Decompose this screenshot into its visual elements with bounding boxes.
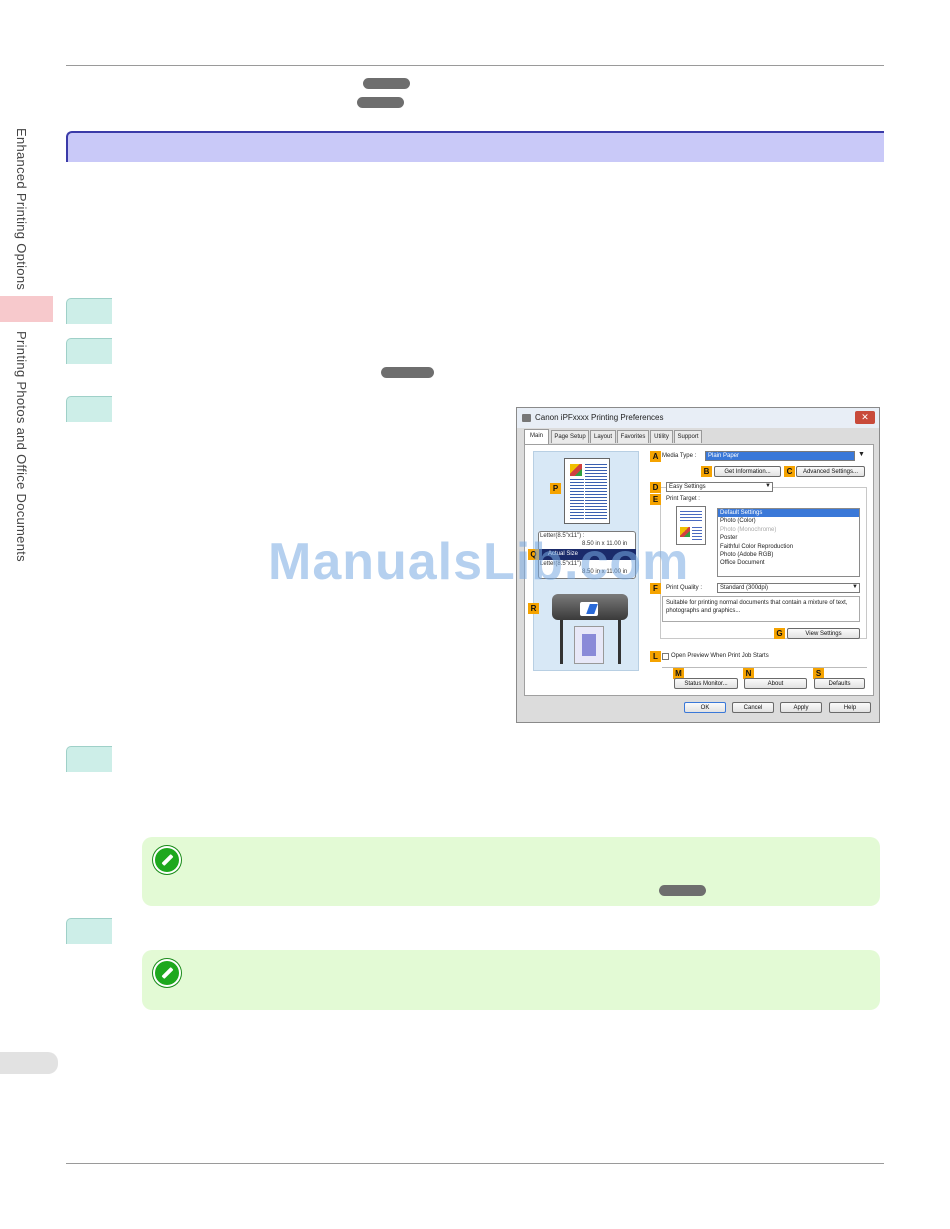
apply-button[interactable]: Apply: [780, 702, 822, 713]
label-c: C: [784, 466, 795, 477]
note-box-1: [142, 837, 880, 906]
page-image-icon: [570, 464, 582, 476]
print-target-list[interactable]: Default Settings Photo (Color) Photo (Mo…: [717, 508, 860, 577]
tab-favorites[interactable]: Favorites: [617, 430, 649, 443]
media-type-select[interactable]: Plain Paper: [705, 451, 855, 461]
label-b: B: [701, 466, 712, 477]
thumbnail-text-lines: [692, 527, 702, 541]
link-pill[interactable]: [357, 97, 404, 108]
printing-preferences-dialog: Canon iPFxxxx Printing Preferences ✕ Mai…: [516, 407, 880, 723]
label-r: R: [528, 603, 539, 614]
get-information-button[interactable]: Get Information...: [714, 466, 781, 477]
print-quality-description: Suitable for printing normal documents t…: [662, 596, 860, 622]
link-pill[interactable]: [363, 78, 410, 89]
print-target-option[interactable]: Photo (Color): [720, 518, 756, 525]
footer-rule: [66, 1163, 884, 1164]
tab-page-setup[interactable]: Page Setup: [551, 430, 589, 443]
sidebar-section-tab[interactable]: Printing Photos and Office Documents: [0, 325, 54, 565]
print-target-option[interactable]: Photo (Monochrome): [720, 526, 777, 533]
media-type-label: Media Type :: [662, 453, 697, 459]
actual-size-label: Actual Size: [548, 551, 579, 557]
tab-main[interactable]: Main: [524, 429, 549, 444]
chevron-down-icon[interactable]: ▼: [858, 451, 865, 458]
print-target-option[interactable]: Poster: [720, 535, 738, 542]
step-marker-5: [66, 918, 112, 944]
sidebar-chapter-label: Enhanced Printing Options: [14, 128, 29, 291]
print-target-option[interactable]: Office Document: [720, 560, 765, 567]
open-preview-label: Open Preview When Print Job Starts: [671, 653, 769, 659]
link-pill[interactable]: [381, 367, 434, 378]
sidebar-section-label: Printing Photos and Office Documents: [14, 331, 29, 562]
chevron-down-icon[interactable]: ▼: [852, 584, 858, 590]
section-heading-band: [66, 131, 884, 162]
print-preview-area: P Letter(8.5"x11") : 8.50 in x 11.00 in …: [528, 451, 639, 671]
note-pencil-icon: [153, 846, 181, 874]
print-target-option[interactable]: Photo (Adobe RGB): [720, 552, 774, 559]
printer-stand-leg: [560, 620, 563, 664]
step-marker-3: [66, 396, 112, 422]
link-pill[interactable]: [659, 885, 706, 896]
tab-layout[interactable]: Layout: [590, 430, 616, 443]
tab-utility[interactable]: Utility: [650, 430, 673, 443]
label-a: A: [650, 451, 661, 462]
label-q: Q: [528, 549, 539, 560]
page-thumbnail: [564, 458, 610, 524]
label-g: G: [774, 628, 785, 639]
help-button[interactable]: Help: [829, 702, 871, 713]
actual-size-bar: [538, 549, 636, 560]
label-p: P: [550, 483, 561, 494]
advanced-settings-button[interactable]: Advanced Settings...: [796, 466, 865, 477]
printer-stand-leg: [618, 620, 621, 664]
label-d: D: [650, 482, 661, 493]
page-number-tab: [0, 1052, 58, 1074]
view-settings-button[interactable]: View Settings: [787, 628, 860, 639]
step-marker-2: [66, 338, 112, 364]
note-pencil-icon: [153, 959, 181, 987]
paper-size-label: Letter(8.5"x11") :: [540, 533, 585, 539]
main-tab-panel: P Letter(8.5"x11") : 8.50 in x 11.00 in …: [524, 444, 874, 696]
sidebar-chapter-tab[interactable]: Enhanced Printing Options: [0, 120, 54, 295]
print-target-option[interactable]: Faithful Color Reproduction: [720, 543, 794, 550]
label-m: M: [673, 668, 684, 679]
ok-button[interactable]: OK: [684, 702, 726, 713]
about-button[interactable]: About: [744, 678, 807, 689]
header-rule: [66, 65, 884, 66]
divider: [662, 667, 867, 668]
paper-size-value: 8.50 in x 11.00 in: [582, 541, 628, 547]
printer-icon: [522, 414, 531, 422]
thumbnail-text-lines: [680, 511, 702, 523]
dialog-titlebar: Canon iPFxxxx Printing Preferences ✕: [517, 408, 879, 428]
label-n: N: [743, 668, 754, 679]
output-image: [582, 634, 596, 656]
chevron-down-icon[interactable]: ▼: [765, 483, 771, 489]
open-preview-checkbox[interactable]: [662, 653, 669, 660]
print-quality-label: Print Quality :: [666, 585, 703, 591]
note-box-2: [142, 950, 880, 1010]
printer-illustration: [548, 590, 632, 668]
watermark: ManualsLib.com: [268, 533, 690, 591]
label-f: F: [650, 583, 661, 594]
print-target-thumbnail: [676, 506, 706, 545]
paper-size-value-2: 8.50 in x 11.00 in: [582, 569, 628, 575]
paper-size-label-2: Letter(8.5"x11"): [540, 561, 582, 567]
label-l: L: [650, 651, 661, 662]
thumbnail-image-icon: [680, 527, 690, 537]
easy-settings-select[interactable]: Easy Settings: [666, 482, 773, 492]
step-marker-1: [66, 298, 112, 324]
page-text-lines: [585, 464, 607, 520]
defaults-button[interactable]: Defaults: [814, 678, 865, 689]
print-target-label: Print Target :: [666, 496, 700, 502]
page-text-lines: [570, 479, 584, 520]
sidebar-section-marker: [0, 296, 53, 322]
close-icon[interactable]: ✕: [855, 411, 875, 424]
dialog-title: Canon iPFxxxx Printing Preferences: [535, 413, 664, 422]
status-monitor-button[interactable]: Status Monitor...: [674, 678, 738, 689]
cancel-button[interactable]: Cancel: [732, 702, 774, 713]
print-target-option[interactable]: Default Settings: [718, 509, 859, 518]
tab-support[interactable]: Support: [674, 430, 702, 443]
label-e: E: [650, 494, 661, 505]
label-s: S: [813, 668, 824, 679]
print-quality-select[interactable]: Standard (300dpi): [717, 583, 860, 593]
step-marker-4: [66, 746, 112, 772]
